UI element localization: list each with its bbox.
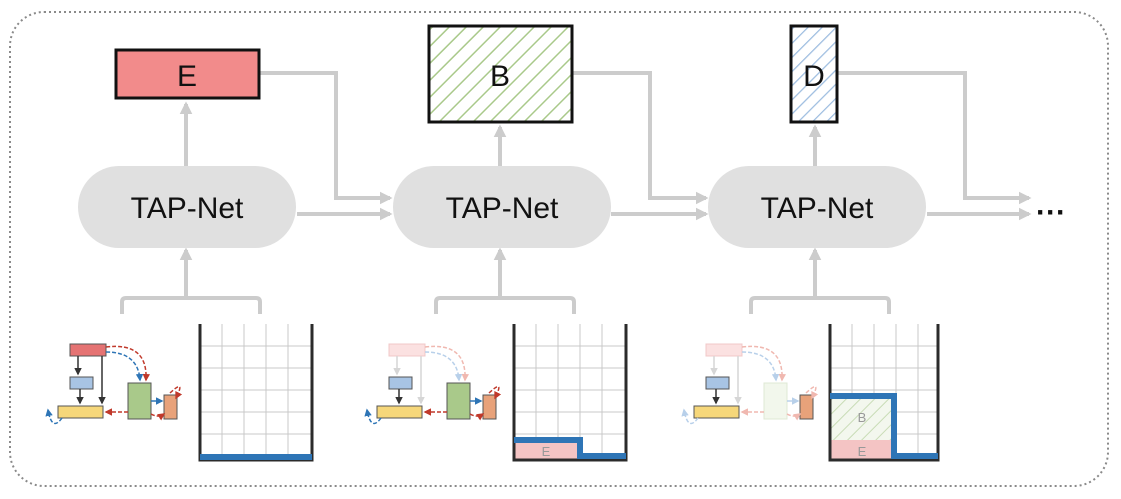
dependency-graph-3: [681, 343, 819, 425]
tap-net-node-2: TAP-Net: [393, 166, 611, 248]
placed-surface: [830, 393, 938, 459]
graph-node-d: [388, 376, 413, 390]
tap-net-label: TAP-Net: [761, 192, 874, 225]
container-1: [198, 324, 314, 462]
output-label-d: D: [803, 60, 825, 93]
graph-node-c: [482, 394, 497, 420]
graph-node-e: [69, 343, 107, 357]
container-2: E: [512, 324, 628, 462]
graph-node-a: [376, 405, 423, 419]
dotted-frame: [9, 11, 1109, 487]
dependency-graph-2: [364, 343, 502, 425]
graph-node-d: [705, 376, 730, 390]
graph-node-d: [69, 376, 94, 390]
packed-label-e: E: [542, 444, 551, 459]
tap-net-label: TAP-Net: [131, 192, 244, 225]
packed-item-e: [514, 440, 578, 460]
graph-node-b: [446, 382, 471, 420]
graph-node-e-done: [705, 343, 743, 357]
output-label-e: E: [177, 60, 197, 93]
dependency-graph-1: [45, 343, 183, 425]
graph-node-a: [693, 405, 740, 419]
graph-node-b-done: [763, 382, 788, 420]
output-box-e: E: [114, 48, 261, 100]
graph-node-c: [799, 394, 814, 420]
flow-arrows: [120, 71, 1032, 314]
packed-label-e: E: [858, 444, 867, 459]
packed-item-b: [830, 396, 894, 440]
output-box-b: B: [427, 24, 574, 124]
placed-surface: [514, 437, 626, 459]
packed-label-b: B: [858, 410, 867, 425]
container-3: E B: [828, 324, 940, 462]
graph-node-a: [57, 405, 104, 419]
graph-node-e-done: [388, 343, 426, 357]
ellipsis: ···: [1036, 196, 1066, 229]
tap-net-label: TAP-Net: [446, 192, 559, 225]
graph-node-b: [127, 382, 152, 420]
output-label-b: B: [490, 60, 510, 93]
tap-net-node-3: TAP-Net: [708, 166, 926, 248]
packed-item-e: [830, 440, 894, 460]
tap-net-node-1: TAP-Net: [78, 166, 296, 248]
graph-node-c: [163, 394, 178, 420]
placed-surface: [200, 454, 312, 460]
output-box-d: D: [789, 24, 839, 124]
